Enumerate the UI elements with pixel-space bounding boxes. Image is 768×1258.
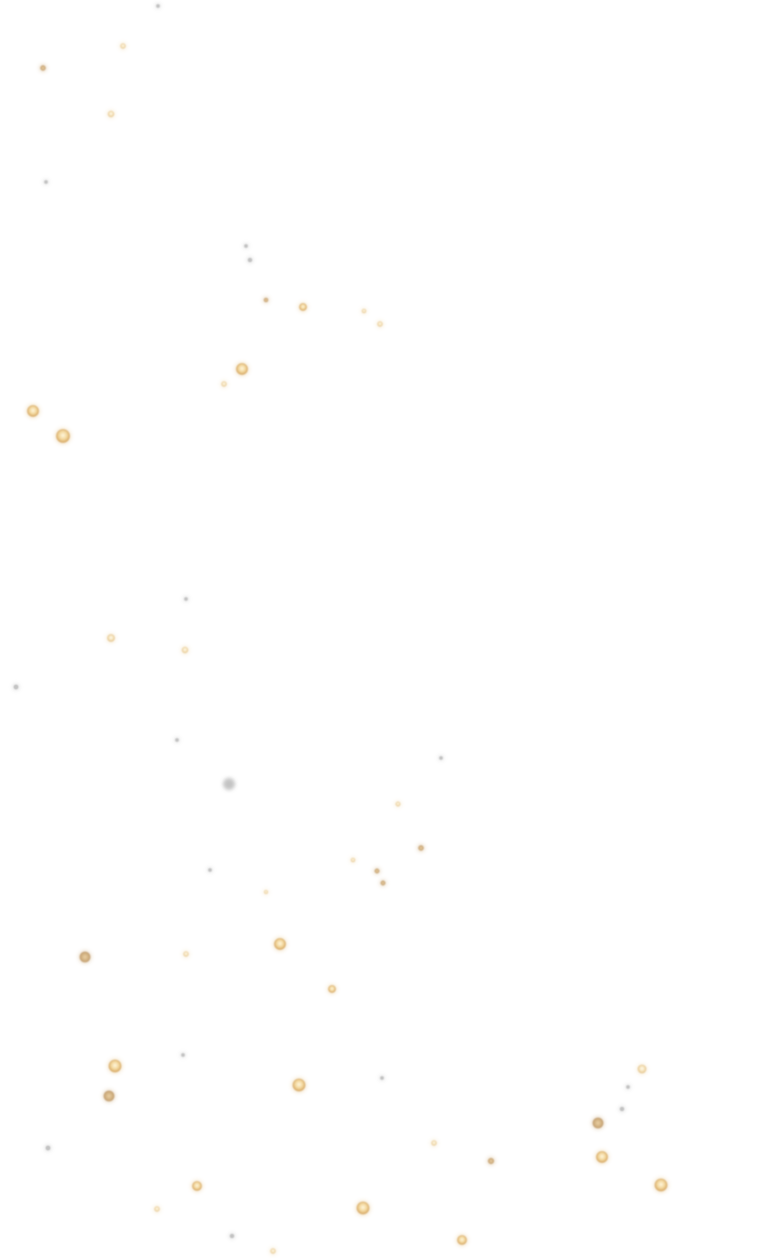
grey-particle (439, 756, 443, 760)
grey-particle (184, 597, 188, 601)
pale-gold-particle (395, 801, 401, 807)
pale-gold-particle (183, 951, 189, 957)
gold-particle (274, 938, 286, 950)
gold-particle (292, 1078, 306, 1092)
tan-particle (374, 868, 380, 874)
pale-gold-particle (221, 381, 227, 387)
tan-particle (380, 880, 386, 886)
pale-gold-particle (361, 308, 367, 314)
grey-particle (380, 1076, 384, 1080)
tan-particle (263, 297, 269, 303)
grey-particle (208, 868, 212, 872)
pale-gold-particle (154, 1206, 160, 1212)
gold-particle (654, 1178, 668, 1192)
grey-particle (247, 257, 253, 263)
gold-particle (356, 1201, 370, 1215)
grey-particle (44, 180, 48, 184)
pale-gold-particle (431, 1140, 437, 1146)
pale-gold-particle (263, 889, 269, 895)
grey-particle (156, 4, 160, 8)
tan-particle (487, 1157, 495, 1165)
tan-particle (79, 951, 91, 963)
grey-particle (181, 1053, 185, 1057)
pale-gold-particle (107, 110, 115, 118)
gold-particle (457, 1235, 467, 1245)
gold-particle (108, 1059, 122, 1073)
grey-particle (175, 738, 179, 742)
gold-particle (56, 429, 70, 443)
tan-particle (40, 65, 46, 71)
pale-gold-particle (181, 646, 189, 654)
gold-particle (192, 1181, 202, 1191)
pale-gold-particle (120, 43, 126, 49)
gold-particle (27, 405, 39, 417)
gold-particle (596, 1151, 608, 1163)
tan-particle (592, 1117, 604, 1129)
grey-particle (13, 684, 19, 690)
grey-particle (45, 1145, 51, 1151)
grey-particle (224, 779, 234, 789)
pale-gold-particle (637, 1064, 647, 1074)
tan-particle (418, 845, 424, 851)
pale-gold-particle (350, 857, 356, 863)
grey-particle (626, 1085, 630, 1089)
gold-particle (236, 363, 248, 375)
grey-particle (229, 1233, 235, 1239)
gold-particle (328, 985, 336, 993)
grey-particle (619, 1106, 625, 1112)
grey-particle (244, 244, 248, 248)
gold-particle (299, 303, 307, 311)
pale-gold-particle (270, 1248, 276, 1254)
pale-gold-particle (107, 634, 115, 642)
tan-particle (103, 1090, 115, 1102)
pale-gold-particle (377, 321, 383, 327)
